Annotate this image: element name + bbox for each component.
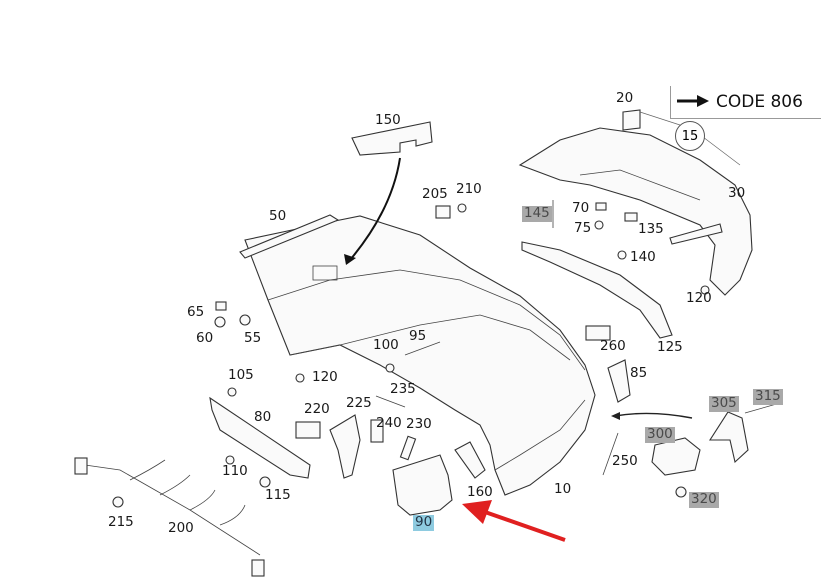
part-label-205: 205 xyxy=(422,186,448,202)
diffuser-30-part xyxy=(518,127,753,296)
part-85-part xyxy=(607,359,631,403)
part-label-115: 115 xyxy=(265,487,291,503)
code-box xyxy=(670,86,821,119)
part-label-30: 30 xyxy=(728,185,746,201)
part-label-120-mid: 120 xyxy=(312,369,338,385)
panel-150-part xyxy=(351,121,433,156)
red-pointer-arrow xyxy=(484,510,566,542)
block-220-part xyxy=(295,421,321,439)
circle-ref-15: 15 xyxy=(675,121,705,151)
part-305-part xyxy=(708,411,749,464)
part-label-120-top: 120 xyxy=(686,290,712,306)
beam-80-part xyxy=(209,396,311,479)
part-label-260: 260 xyxy=(600,338,626,354)
part-label-220: 220 xyxy=(304,401,330,417)
strip-125-part xyxy=(521,241,673,339)
part-label-135: 135 xyxy=(638,221,664,237)
part-label-95: 95 xyxy=(409,328,427,344)
bracket-225-part xyxy=(329,414,361,479)
part-label-230: 230 xyxy=(406,416,432,432)
part-label-80: 80 xyxy=(254,409,272,425)
harness-200-part xyxy=(84,459,261,556)
code-label: CODE 806 xyxy=(716,92,803,112)
part-label-100: 100 xyxy=(373,337,399,353)
part-label-320: 320 xyxy=(689,491,719,508)
part-label-85: 85 xyxy=(630,365,648,381)
arrow-right-icon xyxy=(677,95,709,107)
part-label-110: 110 xyxy=(222,463,248,479)
part-label-315: 315 xyxy=(753,388,783,405)
part-label-140: 140 xyxy=(630,249,656,265)
part-label-55: 55 xyxy=(244,330,262,346)
part-label-50: 50 xyxy=(269,208,287,224)
part-300-part xyxy=(651,437,701,476)
part-label-305: 305 xyxy=(709,395,739,412)
part-label-225: 225 xyxy=(346,395,372,411)
cover-20-part xyxy=(622,109,641,131)
part-label-200: 200 xyxy=(168,520,194,536)
strip-50-part xyxy=(239,214,340,259)
part-label-65: 65 xyxy=(187,304,205,320)
part-label-160: 160 xyxy=(467,484,493,500)
part-240-part xyxy=(370,419,384,443)
bumper-cover-part xyxy=(244,215,596,496)
part-label-235: 235 xyxy=(390,381,416,397)
part-label-210: 210 xyxy=(456,181,482,197)
module-260-part xyxy=(585,325,611,341)
bracket-90-part xyxy=(392,454,453,516)
part-230-part xyxy=(399,435,417,461)
part-label-215: 215 xyxy=(108,514,134,530)
part-label-125: 125 xyxy=(657,339,683,355)
part-label-20: 20 xyxy=(616,90,634,106)
part-label-240: 240 xyxy=(376,415,402,431)
part-label-250: 250 xyxy=(612,453,638,469)
part-label-75: 75 xyxy=(574,220,592,236)
part-label-150: 150 xyxy=(375,112,401,128)
part-label-70: 70 xyxy=(572,200,590,216)
part-label-105: 105 xyxy=(228,367,254,383)
part-160-part xyxy=(454,441,486,479)
part-label-145: 145 xyxy=(522,205,552,222)
part-label-300: 300 xyxy=(645,426,675,443)
part-label-90: 90 xyxy=(413,514,435,531)
part-label-60: 60 xyxy=(196,330,214,346)
arrow-150-to-bumper xyxy=(349,157,401,261)
part-label-10: 10 xyxy=(554,481,572,497)
